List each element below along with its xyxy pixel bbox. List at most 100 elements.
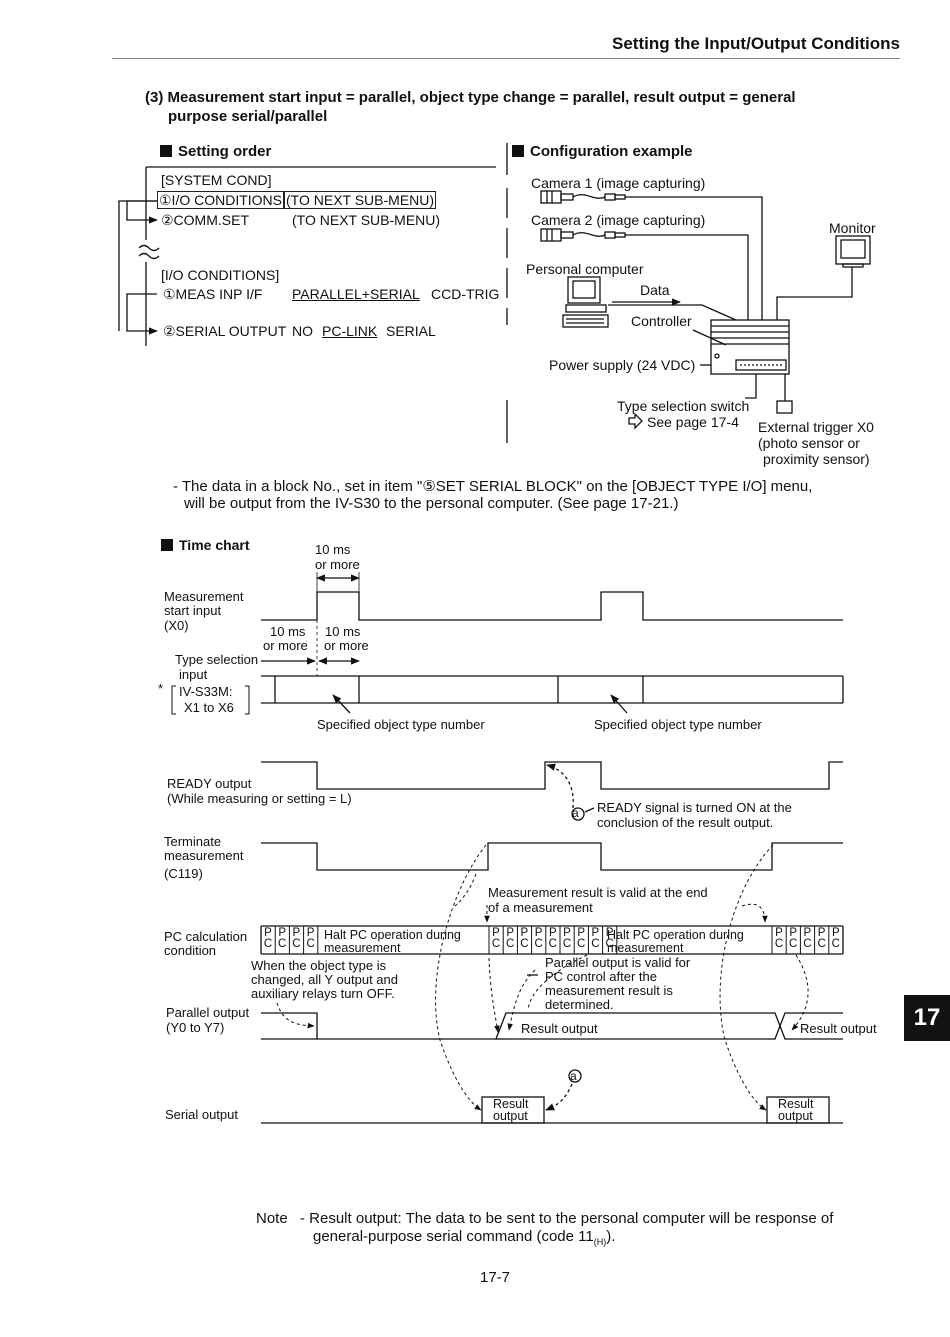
serial-result-1b: output (493, 1109, 528, 1123)
pc-cell-bottom: C (605, 938, 614, 950)
pc-cell-bottom: C (263, 938, 273, 950)
note-line1: - Result output: The data to be sent to … (300, 1210, 834, 1227)
parallel-out-label-2: (Y0 to Y7) (166, 1020, 225, 1035)
square-bullet-icon (160, 145, 172, 157)
note-line2: general-purpose serial command (code 11(… (313, 1228, 615, 1247)
note-line2-end: ). (606, 1228, 616, 1245)
serial-result-2b: output (778, 1109, 813, 1123)
pc-cell-bottom: C (491, 938, 501, 950)
serial-output-no: NO (292, 323, 313, 339)
ten-ms-top-2: or more (315, 557, 360, 572)
meas-start-waveform (261, 591, 843, 621)
pc-cell-bottom: C (506, 938, 515, 950)
camera2-label: Camera 2 (image capturing) (531, 212, 706, 228)
pc-cell-top: P (520, 927, 529, 939)
section-heading-line2: purpose serial/parallel (168, 108, 328, 125)
camera1-label: Camera 1 (image capturing) (531, 175, 706, 191)
pc-cell-bottom: C (577, 938, 586, 950)
personal-computer-icon (562, 276, 609, 328)
io-conditions-row: ①I/O CONDITIONS(TO NEXT SUB-MENU) (157, 191, 437, 209)
camera1-icon (540, 190, 626, 204)
block-note-line1: - The data in a block No., set in item "… (173, 478, 813, 495)
specified-type-1: Specified object type number (317, 717, 485, 732)
system-cond-label: [SYSTEM COND] (161, 172, 272, 188)
pc-cell-bottom: C (548, 938, 557, 950)
pc-cell-top: P (803, 927, 812, 939)
pc-cell-top: P (789, 927, 798, 939)
comm-set-item: ②COMM.SET (161, 212, 249, 228)
camera2-icon (540, 228, 626, 242)
square-bullet-icon (512, 145, 524, 157)
pc-cell-bottom: C (774, 938, 784, 950)
par-valid-1: Parallel output is valid for (545, 955, 691, 970)
hollow-arrow-icon (628, 412, 643, 430)
meas-start-label-3: (X0) (164, 618, 189, 633)
note-label: Note (256, 1210, 288, 1227)
flow-arrow-1 (126, 200, 158, 224)
ten-ms-a-2: or more (263, 638, 308, 653)
ready-label-1: READY output (167, 776, 252, 791)
terminate-waveform (261, 842, 843, 871)
see-page-label: See page 17-4 (647, 414, 739, 430)
pc-cell-top: P (292, 927, 301, 939)
ext-trigger-line1: External trigger X0 (758, 419, 874, 435)
ivs33m-label-1: IV-S33M: (179, 684, 233, 699)
ready-note-2: conclusion of the result output. (597, 815, 774, 830)
pc-cell-top: P (492, 927, 500, 939)
square-bullet-icon (161, 539, 173, 551)
ready-note-circle (571, 807, 585, 821)
ready-waveform (261, 761, 843, 790)
meas-valid-1: Measurement result is valid at the end (488, 885, 708, 900)
pc-label: Personal computer (526, 261, 644, 277)
parallel-output-waveform (261, 1012, 843, 1040)
meas-inp-item: ①MEAS INP I/F (163, 286, 263, 302)
pc-calc-label-1: PC calculation (164, 929, 248, 944)
pc-cell-bottom: C (789, 938, 798, 950)
pc-cell-top: P (775, 927, 783, 939)
ready-label-2: (While measuring or setting = L) (167, 791, 352, 806)
pc-cell-top: P (264, 927, 272, 939)
data-label: Data (640, 282, 670, 298)
time-chart-label: Time chart (179, 537, 250, 553)
terminate-label-3: (C119) (164, 866, 203, 881)
par-valid-2: PC control after the (545, 969, 657, 984)
note-line2-text: general-purpose serial command (code 11 (313, 1228, 594, 1245)
result-output-2: Result output (800, 1021, 877, 1036)
pc-cell-bottom: C (803, 938, 812, 950)
setting-order-label: Setting order (178, 143, 272, 160)
pc-cell-bottom: C (278, 938, 287, 950)
ready-note-1: READY signal is turned ON at the (597, 800, 792, 815)
meas-start-label-2: start input (164, 603, 222, 618)
setting-order-title: Setting order (160, 143, 271, 160)
par-valid-4: determined. (545, 997, 614, 1012)
flow-arrow-2 (126, 293, 158, 335)
controller-icon (710, 319, 790, 375)
terminate-label-2: measurement (164, 848, 244, 863)
ivs33m-label-2: X1 to X6 (184, 700, 234, 715)
serial-output-item: ②SERIAL OUTPUT (163, 323, 287, 339)
par-valid-3: measurement result is (545, 983, 673, 998)
setting-order-frame (138, 143, 508, 443)
pc-cell-bottom: C (306, 938, 315, 950)
asterisk-mark: * (158, 681, 164, 696)
meas-start-label-1: Measurement (164, 589, 244, 604)
pc-cell-bottom: C (591, 938, 600, 950)
meas-inp-alt: CCD-TRIG (431, 286, 500, 302)
specified-type-2: Specified object type number (594, 717, 762, 732)
ext-trigger-line3: proximity sensor) (763, 451, 870, 467)
pc-cell-top: P (591, 927, 600, 939)
ext-trigger-line2: (photo sensor or (758, 435, 860, 451)
time-chart-title: Time chart (161, 537, 250, 553)
obj-change-2: changed, all Y output and (251, 972, 398, 987)
ready-note-mark: a (572, 806, 579, 820)
